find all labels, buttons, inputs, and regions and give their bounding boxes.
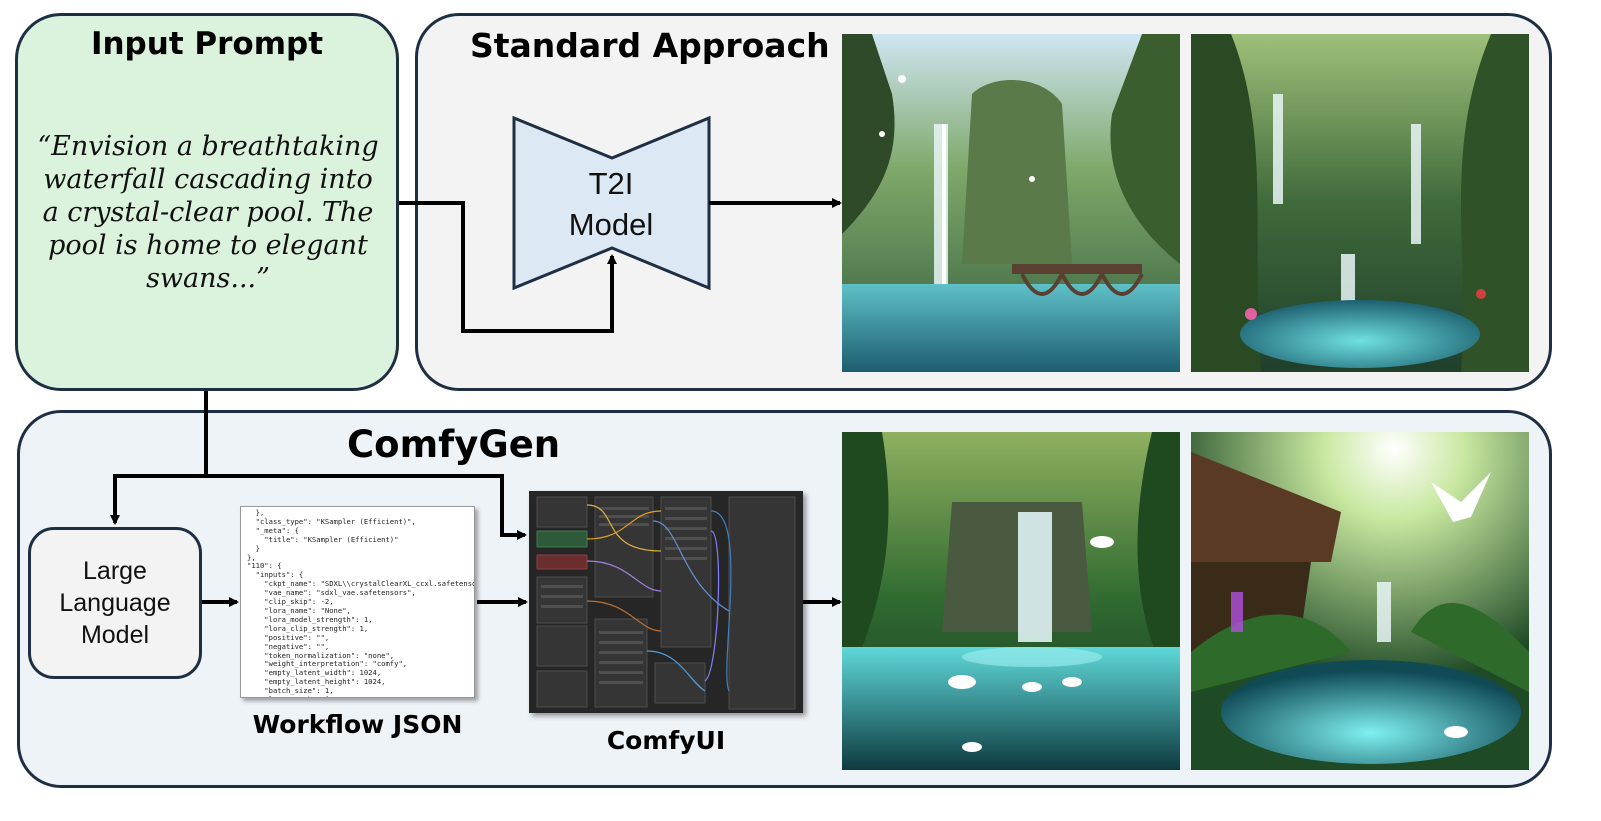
json-line: }, xyxy=(247,552,256,562)
t2i-model-shape xyxy=(512,115,711,291)
json-line: "title": "KSampler (Efficient)" xyxy=(247,534,399,544)
prompt-to-llm-arrow xyxy=(110,391,208,525)
json-line: "lora_clip_strength": 1, xyxy=(247,623,369,633)
comfyui-screenshot xyxy=(529,491,803,713)
json-line: "batch_size": 1, xyxy=(247,686,334,696)
workflow-json-snippet: }, "class_type": "KSampler (Efficient)",… xyxy=(240,506,475,698)
standard-approach-title: Standard Approach xyxy=(470,26,830,65)
prompt-to-t2i-arrow xyxy=(399,201,617,333)
llm-label: Large Language Model xyxy=(59,555,170,651)
comfyui-caption: ComfyUI xyxy=(606,726,726,755)
json-line: "lora_model_strength": 1, xyxy=(247,614,373,624)
prompt-line: swans...” xyxy=(146,263,270,294)
json-line: "lora_stack": [ xyxy=(247,695,468,697)
prompt-line: a crystal-clear pool. The xyxy=(42,197,374,228)
llm-box: Large Language Model xyxy=(28,527,202,679)
json-line: } xyxy=(247,543,260,553)
llm-label-line: Model xyxy=(80,621,150,649)
json-line: "empty_latent_width": 1024, xyxy=(247,668,382,678)
prompt-to-comfyui-arrow xyxy=(206,474,527,540)
prompt-line: pool is home to elegant xyxy=(48,230,368,261)
input-prompt-title: Input Prompt xyxy=(90,26,324,62)
t2i-label-line1: T2I xyxy=(589,166,634,201)
prompt-line: “Envision a breathtaking xyxy=(37,131,379,162)
input-prompt-text: “Envision a breathtaking waterfall casca… xyxy=(28,130,388,295)
json-line: }, xyxy=(247,508,265,517)
prompt-line: waterfall cascading into xyxy=(43,164,373,195)
comfygen-image-1 xyxy=(842,432,1180,770)
llm-label-line: Language xyxy=(59,589,171,617)
json-line: "110": { xyxy=(247,561,282,571)
json-line: "inputs": { xyxy=(247,570,304,580)
comfygen-image-2 xyxy=(1191,432,1529,770)
json-line: "clip_skip": -2, xyxy=(247,597,334,607)
json-line: "class_type": "KSampler (Efficient)", xyxy=(247,516,416,526)
json-line: "weight_interpretation": "comfy", xyxy=(247,659,408,669)
json-line: "ckpt_name": "SDXL\\crystalClearXL_ccxl.… xyxy=(247,579,475,589)
json-line: "empty_latent_height": 1024, xyxy=(247,677,386,687)
comfygen-title: ComfyGen xyxy=(347,423,561,466)
standard-image-1 xyxy=(842,34,1180,372)
input-prompt-box xyxy=(15,13,399,391)
comfyui-graph xyxy=(529,491,803,713)
t2i-label-line2: Model xyxy=(569,207,653,242)
json-line: "lora_name": "None", xyxy=(247,605,351,615)
json-line: "positive": "", xyxy=(247,632,330,642)
standard-image-2 xyxy=(1191,34,1529,372)
json-line: "vae_name": "sdxl_vae.safetensors", xyxy=(247,588,416,598)
json-line: "negative": "", xyxy=(247,641,330,651)
workflow-json-caption: Workflow JSON xyxy=(252,710,463,739)
json-line: "token_normalization": "none", xyxy=(247,650,395,660)
llm-label-line: Large xyxy=(83,557,147,585)
json-lines: }, "class_type": "KSampler (Efficient)",… xyxy=(247,508,475,697)
json-line: "_meta": { xyxy=(247,525,299,535)
